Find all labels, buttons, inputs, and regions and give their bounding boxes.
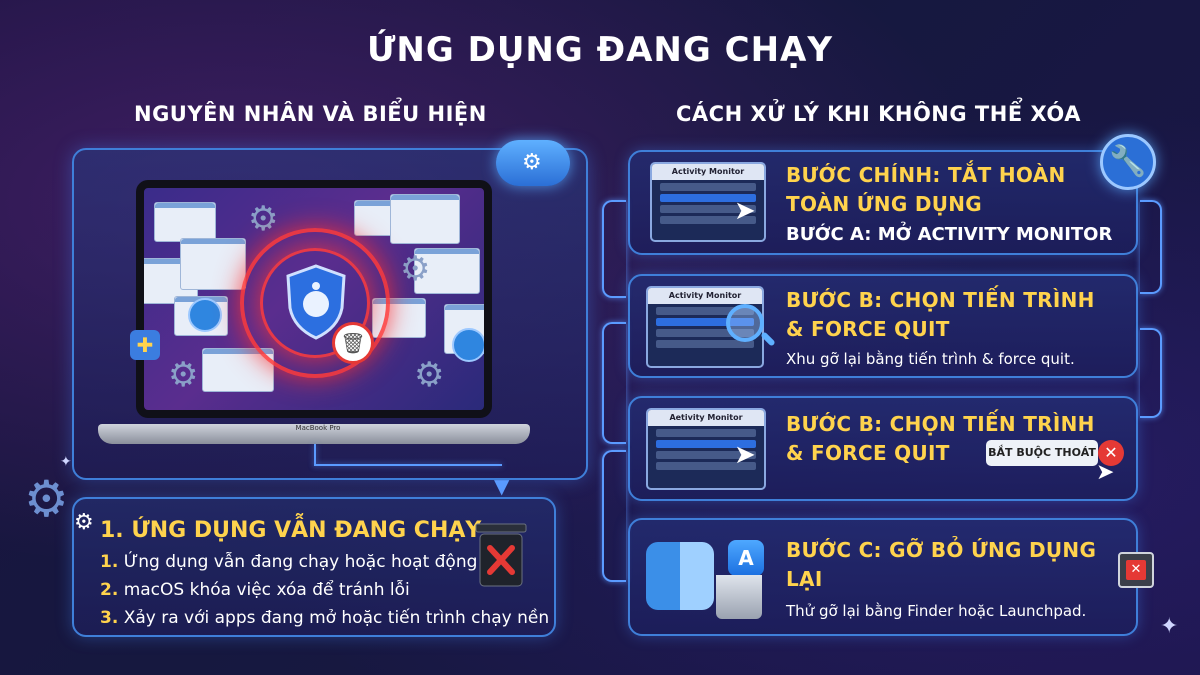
connector-line [602,450,626,582]
process-row [656,451,756,459]
process-row [660,183,756,191]
window-title: Activity Monitor [648,288,762,304]
cursor-icon: ➤ [734,196,756,226]
activity-monitor-window: Activity Monitor [650,162,766,242]
shield-apple-icon [286,264,346,340]
gear-icon: ⚙ [400,249,431,289]
cursor-icon: ➤ [734,440,756,470]
gear-icon: ⚙ [24,470,69,528]
connector-line [314,464,502,466]
cause-box [72,497,556,637]
magnifier-icon [726,304,764,342]
step-2-heading-line2: & FORCE QUIT [786,317,950,341]
step-1-sub: BƯỚC A: MỞ ACTIVITY MONITOR [786,224,1113,245]
trash-x-icon [475,523,527,587]
app-store-icon: A [728,540,764,576]
app-window-thumbnail [180,238,246,290]
app-window-thumbnail [390,194,460,244]
process-row-selected [656,318,754,326]
window-title: Aetivity Monitor [648,410,764,426]
page-title: ỨNG DỤNG ĐANG CHẠY [367,30,833,70]
app-window-thumbnail [414,248,480,294]
cause-item: 2. macOS khóa việc xóa để tránh lỗi [100,580,410,600]
plus-badge-icon: ✚ [130,330,160,360]
wrench-gear-icon: 🔧 [1100,134,1156,190]
step-2-sub: Xhu gỡ lại bằng tiến trình & force quit. [786,350,1075,368]
finder-icon [646,542,714,610]
trash-icon: 🗑 [332,322,374,364]
process-row [660,216,756,224]
gear-icon: ⚙ [248,199,279,239]
sparkle-icon: ✦ [1160,614,1179,639]
laptop-base [98,424,530,444]
process-row [660,205,756,213]
step-4-heading-line1: BƯỚC C: GỠ BỎ ỨNG DỤNG [786,538,1097,562]
globe-icon [452,328,484,362]
activity-monitor-window: Aetivity Monitor [646,408,766,490]
process-row [656,429,756,437]
right-heading: CÁCH XỬ LÝ KHI KHÔNG THỂ XÓA [676,102,1081,126]
laptop-screen: ⚙ ⚙ ⚙ ⚙ 🗑 [136,180,492,418]
step-4-heading-line2: LẠI [786,567,823,591]
trash-icon [716,575,762,619]
gear-icon: ⚙ [168,355,199,395]
laptop-brand: MacBook Pro [295,424,341,432]
close-icon: ✕ [1098,440,1124,466]
cloud-gear-icon: ⚙ [496,140,570,186]
step-4-sub: Thử gỡ lại bằng Finder hoặc Launchpad. [786,602,1087,620]
cursor-icon: ➤ [1096,460,1115,485]
step-2-heading-line1: BƯỚC B: CHỌN TIẾN TRÌNH [786,288,1095,312]
target-ring-inner [260,248,370,358]
sparkle-icon: ✦ [60,454,72,470]
activity-monitor-window: Activity Monitor [646,286,764,368]
process-row [656,340,754,348]
connector-line [314,444,316,466]
cause-gear-icon: ⚙ [74,510,94,535]
process-row [656,307,754,315]
globe-icon [188,298,222,332]
step-3-heading-line2: & FORCE QUIT [786,441,950,465]
window-title: Activity Monitor [652,164,764,180]
connector-line [1140,200,1162,294]
target-ring [240,228,390,378]
process-row [656,462,756,470]
connector-line [602,200,626,298]
process-row [656,329,754,337]
chip-x-icon: ✕ [1126,560,1146,580]
step-1-heading-line2: TOÀN ỨNG DỤNG [786,192,983,216]
process-row-selected [660,194,756,202]
app-window-thumbnail [154,202,216,242]
step-1-heading-line1: BƯỚC CHÍNH: TẮT HOÀN [786,163,1066,187]
cause-title: 1. ỨNG DỤNG VẪN ĐANG CHẠY [100,518,482,543]
gear-icon: ⚙ [414,355,445,395]
cause-item: 3. Xảy ra với apps đang mở hoặc tiến trì… [100,608,550,628]
process-row-selected [656,440,756,448]
connector-line [602,322,626,444]
cause-item: 1. Ứng dụng vẫn đang chạy hoặc hoạt động [100,552,478,572]
left-heading: NGUYÊN NHÂN VÀ BIỂU HIỆN [134,102,487,126]
force-quit-button[interactable]: BẮT BUỘC THOÁT [986,440,1098,466]
step-3-heading-line1: BƯỚC B: CHỌN TIẾN TRÌNH [786,412,1095,436]
arrow-down-icon: ▼ [494,474,510,498]
connector-line [1140,328,1162,418]
